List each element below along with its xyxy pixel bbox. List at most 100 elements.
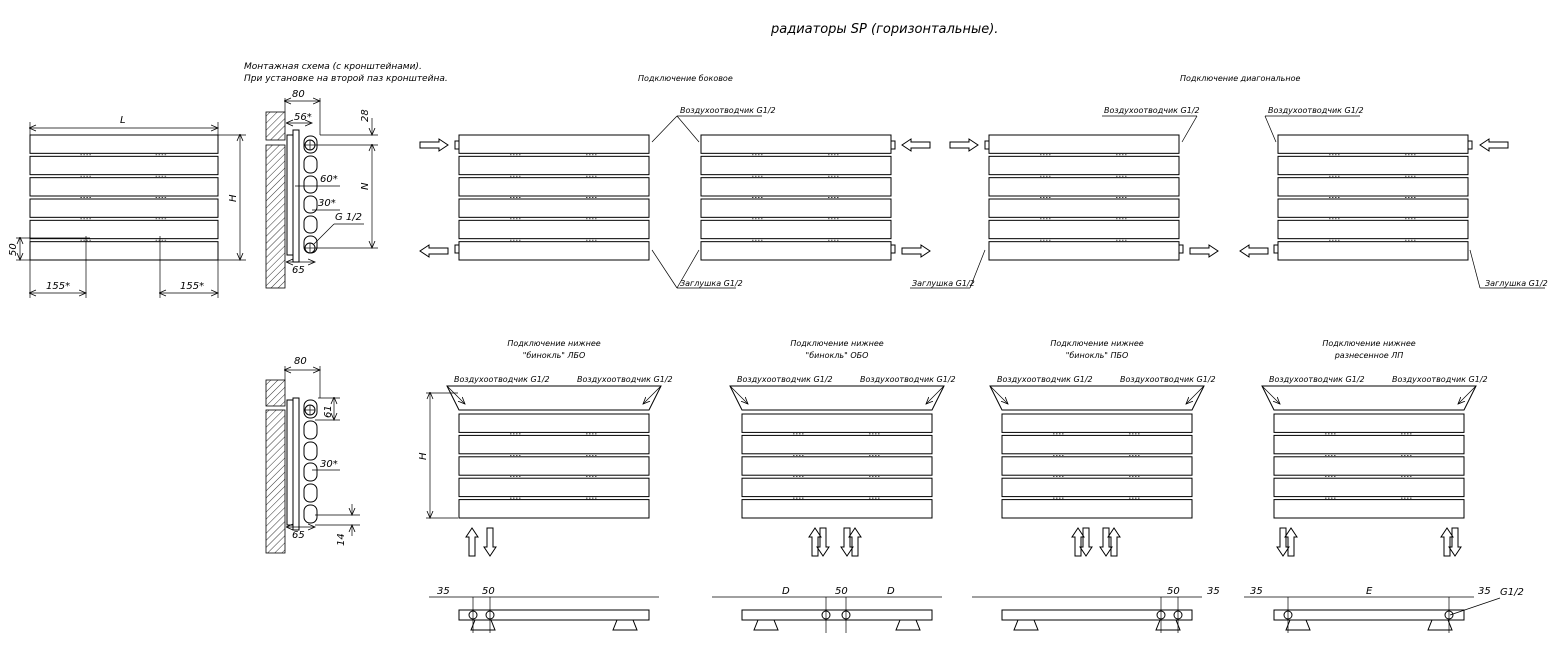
thread-label: G1/2 bbox=[1500, 587, 1524, 598]
arrow-left-icon bbox=[901, 138, 931, 152]
air-vent-label-right: Воздухоотводчик G1/2 bbox=[1120, 375, 1216, 384]
dim-50-front: 50 bbox=[8, 243, 19, 256]
radiator-bar bbox=[988, 155, 1180, 176]
arrow-up-icon bbox=[1284, 527, 1298, 557]
plan-dimension: 50 bbox=[482, 586, 495, 597]
dim-g12: G 1/2 bbox=[335, 212, 362, 223]
nipple bbox=[454, 244, 460, 254]
radiator-bar bbox=[458, 134, 650, 154]
radiator-bar bbox=[1273, 413, 1465, 433]
arrow-up-icon bbox=[848, 527, 862, 557]
radiator-top-cap bbox=[989, 385, 1205, 411]
side-view-bottom: 80 61 30* 65 14 bbox=[265, 356, 360, 554]
plan-dimension: 35 bbox=[437, 586, 450, 597]
radiator-bar bbox=[1277, 219, 1469, 240]
mounting-note-line1: Монтажная схема (с кронштейнами). bbox=[244, 62, 422, 72]
radiator-bar bbox=[988, 134, 1180, 154]
side-tube bbox=[303, 462, 318, 482]
nipple bbox=[890, 140, 896, 150]
variant-label-line2: "бинокль" ПБО bbox=[1066, 351, 1129, 360]
dim-30-bottom: 30* bbox=[320, 459, 338, 470]
radiator-bar bbox=[29, 155, 219, 176]
radiator-bar bbox=[1001, 456, 1193, 476]
radiator-bar bbox=[741, 434, 933, 455]
bottom-variant: Подключение нижнее"бинокль" ОБОВоздухоот… bbox=[712, 339, 956, 633]
radiator-bar bbox=[988, 219, 1180, 240]
radiator-bar bbox=[1273, 434, 1465, 455]
arrow-left-icon bbox=[1479, 138, 1509, 152]
radiator-bar bbox=[1277, 198, 1469, 218]
nipple bbox=[890, 244, 896, 254]
plug-callout: Заглушка G1/2 bbox=[651, 249, 743, 289]
side-tubes bbox=[303, 135, 318, 254]
dim-14: 14 bbox=[336, 533, 347, 546]
air-vent-label: Воздухоотводчик G1/2 bbox=[680, 106, 776, 115]
dim-65-top: 65 bbox=[292, 265, 305, 276]
bottom-variant: Подключение нижнее "бинокль" ЛБО Воздухоот… bbox=[429, 339, 673, 633]
nipple bbox=[454, 140, 460, 150]
radiator-bar bbox=[741, 499, 933, 519]
arrow-left-icon bbox=[1239, 244, 1269, 258]
radiator-plan bbox=[741, 609, 933, 621]
dim-56: 56* bbox=[294, 112, 312, 123]
radiator-bar bbox=[988, 198, 1180, 218]
wall-hatch bbox=[265, 111, 286, 141]
dim-155-right: 155* bbox=[180, 281, 204, 292]
arrow-up-icon bbox=[1071, 527, 1085, 557]
radiator-bar bbox=[1273, 499, 1465, 519]
dim-155-left: 155* bbox=[46, 281, 70, 292]
radiator-bar bbox=[458, 477, 650, 498]
plug-label: Заглушка G1/2 bbox=[680, 279, 743, 288]
arrow-down-icon bbox=[816, 527, 830, 557]
radiator-bar bbox=[741, 477, 933, 498]
radiator-foot bbox=[895, 619, 921, 631]
radiator-foot bbox=[1427, 619, 1453, 631]
radiator-bar bbox=[700, 134, 892, 154]
arrow-right-icon bbox=[419, 138, 449, 152]
air-vent-label-left: Воздухоотводчик G1/2 bbox=[1269, 375, 1365, 384]
radiator-side-right bbox=[700, 134, 931, 261]
air-vent-label-left: Воздухоотводчик G1/2 bbox=[737, 375, 833, 384]
radiator-bar bbox=[1001, 434, 1193, 455]
arrow-up-icon bbox=[465, 527, 479, 557]
arrow-up-icon bbox=[808, 527, 822, 557]
air-vent-label-left: Воздухоотводчик G1/2 bbox=[454, 375, 550, 384]
radiator-foot bbox=[470, 619, 496, 631]
radiator-bar bbox=[29, 134, 219, 154]
dim-30-top: 30* bbox=[318, 198, 336, 209]
variant-label-line2: "бинокль" ЛБО bbox=[523, 351, 586, 360]
radiator-plan bbox=[1001, 609, 1193, 621]
radiator-foot bbox=[1285, 619, 1311, 631]
radiator-bar bbox=[1001, 413, 1193, 433]
radiator-foot bbox=[753, 619, 779, 631]
radiator-plan bbox=[1273, 609, 1465, 621]
plan-dimension: D bbox=[887, 586, 895, 597]
radiator-bar bbox=[1001, 499, 1193, 519]
variant-label-line1: Подключение нижнее bbox=[507, 339, 600, 348]
wall-hatch bbox=[265, 379, 286, 407]
arrow-down-icon bbox=[1099, 527, 1113, 557]
radiator-foot bbox=[612, 619, 638, 631]
variant-label-line2: разнесенное ЛП bbox=[1334, 351, 1404, 360]
side-tube bbox=[303, 483, 318, 503]
arrow-right-icon bbox=[1189, 244, 1219, 258]
plan-dimension: 35 bbox=[1207, 586, 1220, 597]
radiator-bar bbox=[1277, 177, 1469, 197]
dim-65-bottom: 65 bbox=[292, 530, 305, 541]
radiator-top-cap bbox=[446, 385, 662, 411]
nipple bbox=[984, 140, 990, 150]
diagonal-connection-label: Подключение диагональное bbox=[1180, 74, 1300, 83]
radiator-bar bbox=[700, 155, 892, 176]
side-tubes bbox=[303, 399, 318, 524]
radiator-bar bbox=[700, 198, 892, 218]
radiator-bar bbox=[458, 198, 650, 218]
radiator-top-cap bbox=[1261, 385, 1477, 411]
side-tube bbox=[303, 175, 318, 194]
radiator-bar bbox=[458, 434, 650, 455]
radiator-bar bbox=[988, 241, 1180, 261]
wall-hatch bbox=[265, 144, 286, 289]
radiator-diagonal-left bbox=[949, 134, 1219, 261]
radiator-bar bbox=[988, 177, 1180, 197]
radiator-bar bbox=[29, 177, 219, 197]
